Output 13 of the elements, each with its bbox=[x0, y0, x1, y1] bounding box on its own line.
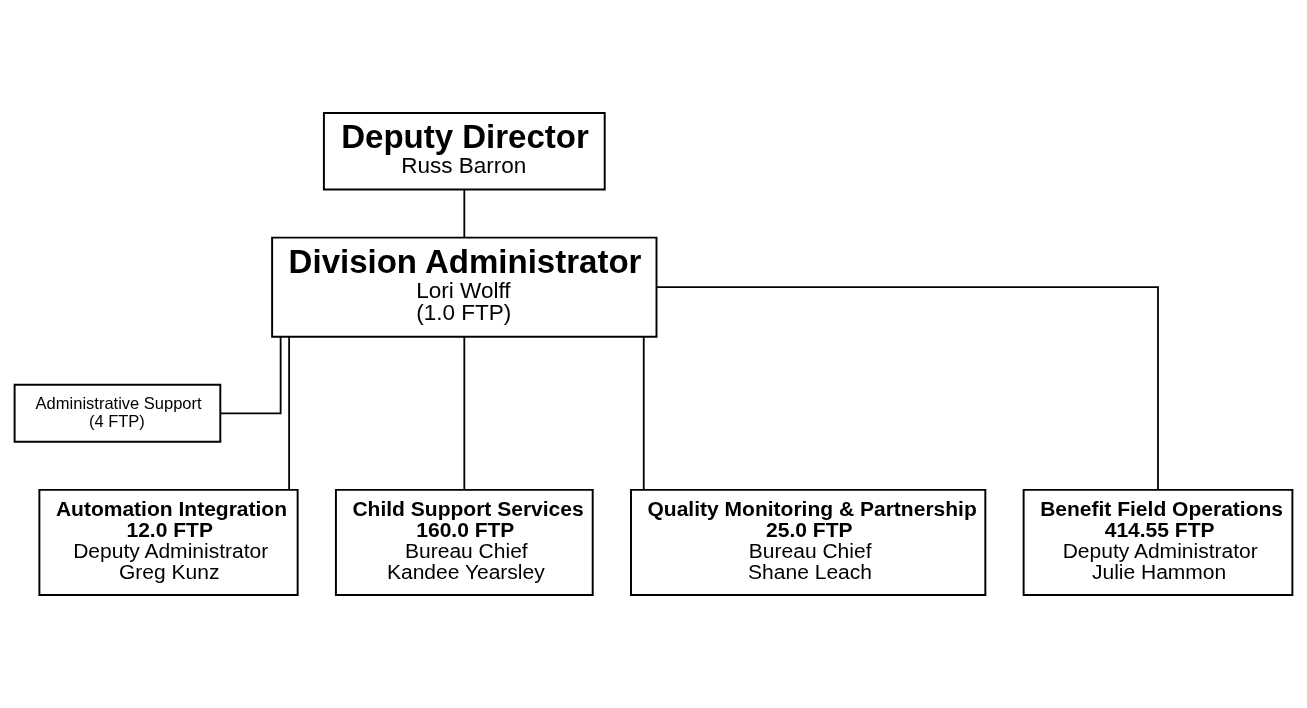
node-box: Automation Integration 12.0 FTP Deputy Administrator Greg Kunz bbox=[38, 488, 299, 596]
node-box: Deputy Director Russ Barron bbox=[322, 112, 606, 191]
connector bbox=[288, 336, 291, 491]
connector bbox=[463, 188, 466, 239]
node-box: Child Support Services 160.0 FTP Bureau Chief Kandee Yearsley bbox=[334, 488, 594, 596]
node-box: Administrative Support (4 FTP) bbox=[13, 383, 222, 443]
node-box: Benefit Field Operations 414.55 FTP Deputy Administrator Julie Hammon bbox=[1022, 488, 1294, 596]
connector bbox=[219, 336, 282, 415]
connector bbox=[463, 336, 466, 491]
node-box: Quality Monitoring & Partnership 25.0 FTP Bureau Chief Shane Leach bbox=[630, 488, 987, 596]
node-box: Division Administrator Lori Wolff (1.0 FTP) bbox=[271, 236, 658, 338]
connector bbox=[655, 286, 1159, 491]
connector bbox=[642, 336, 645, 491]
